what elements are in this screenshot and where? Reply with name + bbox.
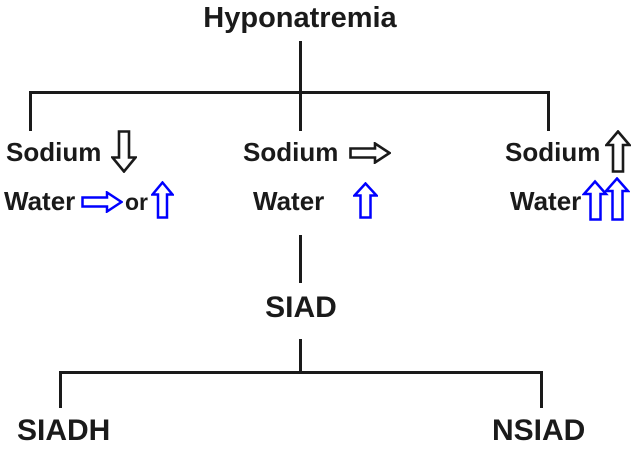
connector-bottom-horizontal — [59, 371, 543, 374]
right-sodium-label: Sodium — [505, 137, 601, 167]
center-sodium-label: Sodium — [243, 137, 339, 167]
connector-title-to-branches — [299, 41, 302, 131]
connector-left-branch-drop — [29, 91, 32, 131]
connector-nsiad-drop — [540, 371, 543, 408]
nsiad-node: NSIAD — [492, 414, 586, 447]
siadh-node: SIADH — [17, 414, 111, 447]
sodium-up-arrow-icon — [605, 130, 631, 173]
connector-center-to-siad — [299, 235, 302, 283]
sodium-down-arrow-icon — [111, 130, 137, 173]
left-sodium-label: Sodium — [6, 137, 102, 167]
water-up-arrow-icon — [151, 181, 174, 219]
left-water-label: Water — [4, 186, 76, 216]
connector-siad-to-split — [299, 339, 302, 373]
water-double-up-arrow-icon — [582, 177, 630, 221]
right-water-label: Water — [510, 186, 582, 216]
connector-siadh-drop — [59, 371, 62, 408]
water-up-arrow-icon — [353, 182, 378, 219]
sodium-right-arrow-icon — [349, 142, 391, 164]
or-label: or — [125, 189, 148, 215]
connector-top-horizontal — [29, 91, 550, 94]
connector-right-branch-drop — [547, 91, 550, 131]
diagram-title: Hyponatremia — [203, 2, 397, 34]
siad-node: SIAD — [265, 291, 337, 324]
center-water-label: Water — [253, 186, 325, 216]
water-right-arrow-icon — [81, 191, 123, 213]
